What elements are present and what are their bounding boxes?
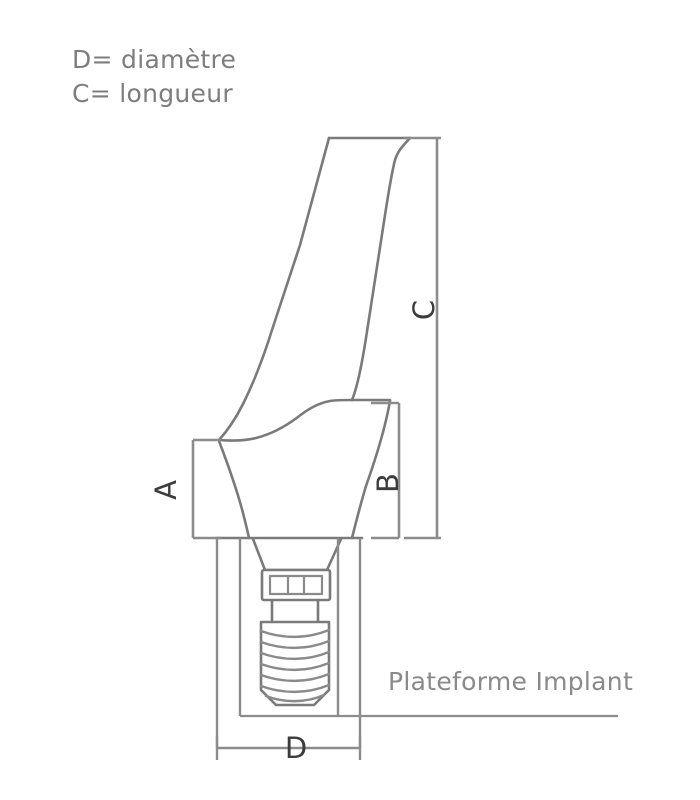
thread-turn-4 — [259, 661, 331, 672]
screw-threaded-shaft — [259, 620, 331, 707]
emergence-profile-right — [350, 399, 392, 540]
dimension-c-label: C — [407, 300, 441, 320]
thread-turn-6 — [259, 683, 331, 694]
thread-turn-2 — [259, 639, 331, 650]
thread-turn-3 — [259, 650, 331, 661]
abutment-shoulder — [217, 398, 354, 442]
implant-platform-label: Plateforme Implant — [388, 667, 633, 696]
emergence-profile-left — [217, 439, 251, 540]
legend-line-length: C= longueur — [72, 79, 233, 108]
legend-line-diameter: D= diamètre — [72, 45, 236, 74]
hex-nut-head — [260, 568, 332, 602]
thread-turn-1 — [259, 628, 331, 639]
dimension-b-label: B — [371, 473, 405, 493]
abutment-left-contour — [217, 136, 331, 442]
dimension-a-label: A — [149, 480, 183, 500]
screw-collar — [251, 537, 343, 572]
thread-turn-5 — [259, 672, 331, 683]
dimension-d-label: D — [285, 731, 307, 765]
thread-turn-7 — [264, 693, 326, 703]
abutment-right-contour — [350, 136, 412, 402]
